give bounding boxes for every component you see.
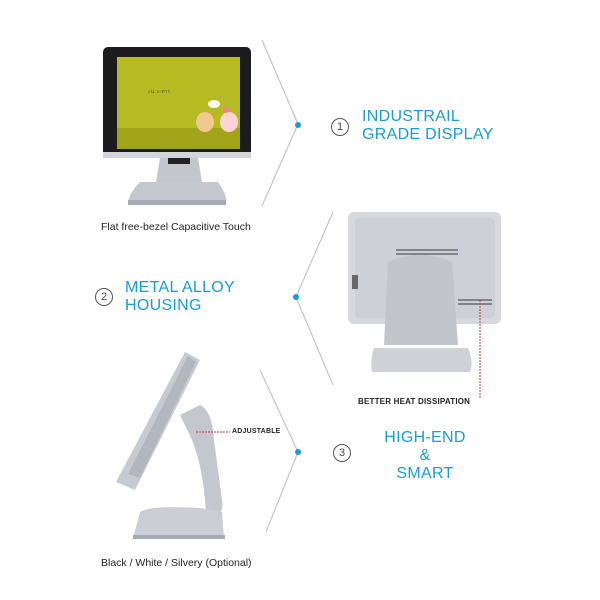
feature-2-title-line1: METAL ALLOY [125, 279, 236, 296]
connector-dot-1 [295, 122, 301, 128]
connector-line-3 [259, 369, 299, 533]
feature-3-title-line3: SMART [396, 465, 454, 482]
feature-3-title-line2: & [419, 447, 431, 464]
connector-line-1 [261, 39, 299, 207]
feature-1-title-line1: INDUSTRAIL [362, 108, 461, 125]
caption-heat-dissipation: BETTER HEAT DISSIPATION [358, 397, 471, 406]
caption-front: Flat free-bezel Capacitive Touch [101, 221, 251, 233]
side-monitor-image [116, 352, 230, 539]
feature-number-2: 2 [95, 288, 113, 306]
feature-3-title-line1: HIGH-END [384, 429, 466, 446]
connector-dot-2 [293, 294, 299, 300]
connector-lines [259, 39, 334, 533]
feature-1-title-line2: GRADE DISPLAY [362, 126, 494, 143]
caption-adjustable: ADJUSTABLE [232, 428, 281, 435]
front-monitor-image: ะน. ะ-ทาร [103, 47, 251, 205]
feature-number-3: 3 [333, 444, 351, 462]
caption-colors: Black / White / Silvery (Optional) [101, 557, 252, 569]
back-monitor-image [348, 212, 501, 398]
feature-2-title-line2: HOUSING [125, 297, 202, 314]
screen-text: ะน. ะ-ทาร [148, 89, 170, 95]
connector-dot-3 [295, 449, 301, 455]
connector-line-2 [295, 211, 334, 386]
feature-number-1: 1 [331, 118, 349, 136]
